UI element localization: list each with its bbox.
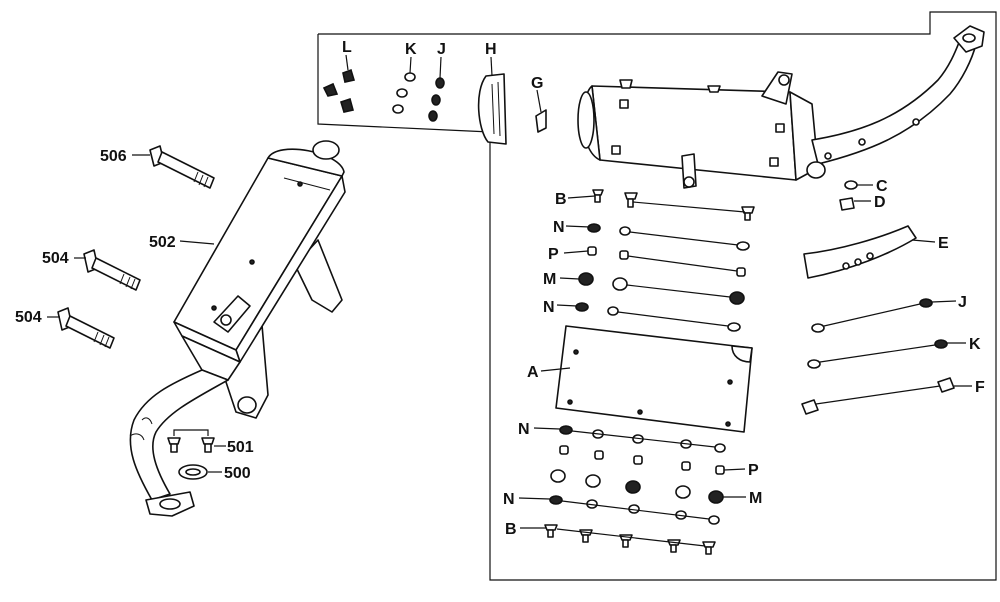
- label-K-right: K: [969, 336, 981, 353]
- gasket-500: [178, 464, 222, 480]
- label-501: 501: [227, 439, 254, 456]
- label-P-2: P: [748, 462, 759, 479]
- label-P-1: P: [548, 246, 559, 263]
- label-506: 506: [100, 148, 127, 165]
- bolt-506: [149, 145, 215, 189]
- label-D: D: [874, 194, 886, 211]
- heat-shield-plate-A: [540, 325, 753, 433]
- label-J-right: J: [958, 294, 967, 311]
- label-500: 500: [224, 465, 251, 482]
- inset-small-parts: [322, 54, 547, 145]
- label-B-top: B: [555, 191, 567, 208]
- label-N-4: N: [503, 491, 515, 508]
- label-L: L: [342, 39, 352, 56]
- label-N-3: N: [518, 421, 530, 438]
- label-504-lower: 504: [15, 309, 42, 326]
- label-N-2: N: [543, 299, 555, 316]
- bolt-504-lower: [57, 307, 115, 349]
- hardware-rows-bottom: [518, 425, 746, 555]
- screws-501: [167, 429, 226, 453]
- label-M-2: M: [749, 490, 762, 507]
- label-C: C: [876, 178, 888, 195]
- bolt-504-upper: [83, 249, 141, 291]
- label-G: G: [531, 75, 543, 92]
- label-J-top: J: [437, 41, 446, 58]
- inset-frame: [317, 11, 997, 581]
- hardware-rows: [556, 189, 755, 332]
- muffler-assembly: [129, 140, 346, 517]
- label-H: H: [485, 41, 497, 58]
- label-M-1: M: [543, 271, 556, 288]
- label-E: E: [938, 235, 949, 252]
- label-504-upper: 504: [42, 250, 69, 267]
- label-A: A: [527, 364, 539, 381]
- label-N-1: N: [553, 219, 565, 236]
- right-side-parts: [801, 180, 972, 415]
- label-502: 502: [149, 234, 176, 251]
- label-B-bottom: B: [505, 521, 517, 538]
- label-K-top: K: [405, 41, 417, 58]
- label-F: F: [975, 379, 985, 396]
- inset-muffler: [577, 25, 985, 189]
